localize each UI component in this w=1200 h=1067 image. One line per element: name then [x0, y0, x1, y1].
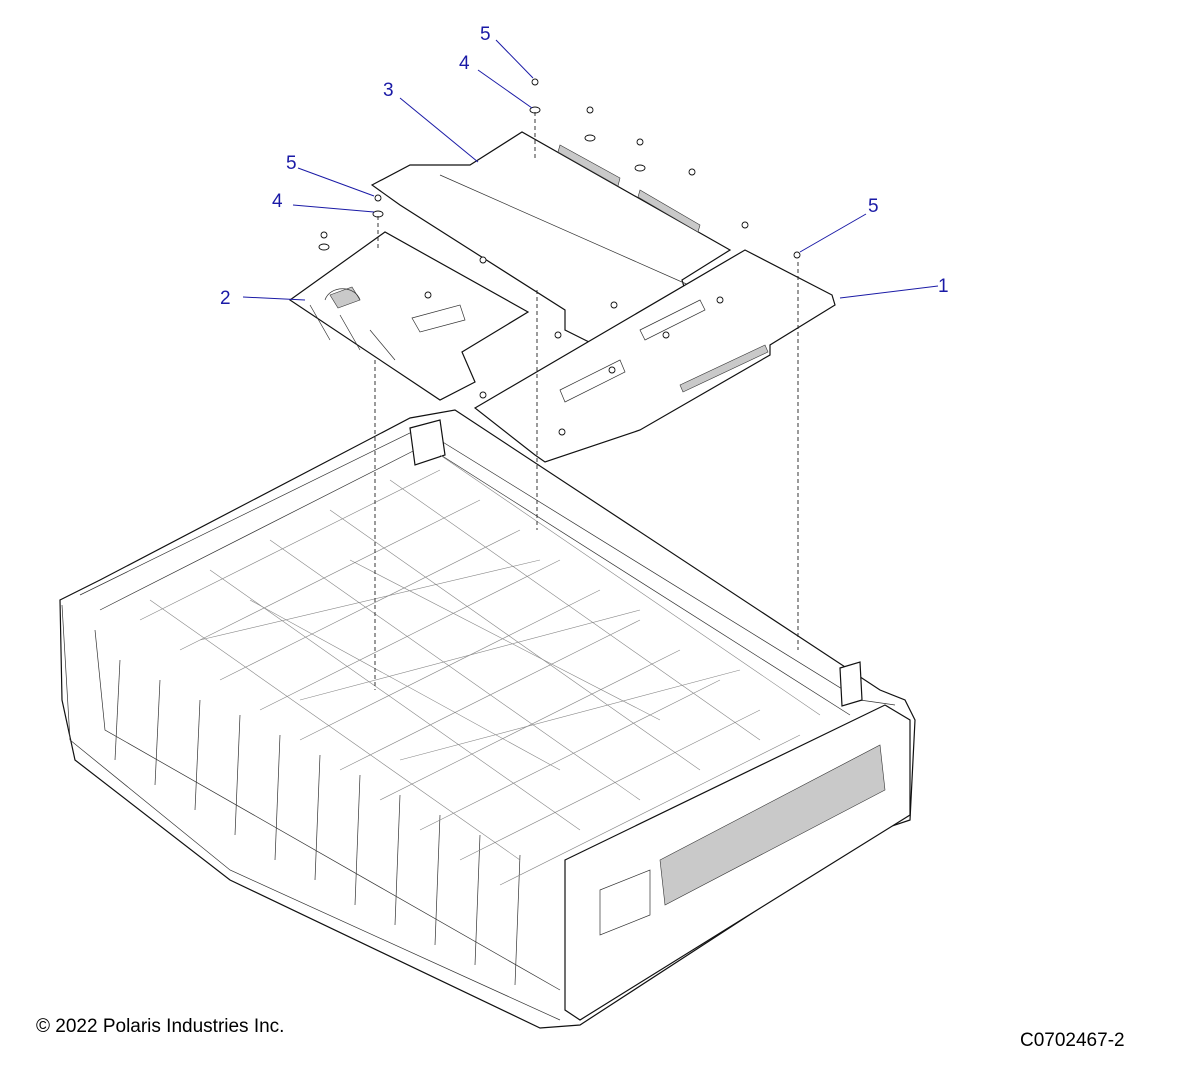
callout-4-top: 4	[459, 53, 470, 74]
callout-1: 1	[938, 276, 949, 297]
fasteners	[318, 78, 801, 436]
callouts: 1 2 3 4 4 5 5 5	[220, 24, 949, 309]
floor-panel-2	[288, 231, 530, 401]
callout-3: 3	[383, 80, 394, 101]
callout-5-left: 5	[286, 153, 297, 174]
callout-5-top: 5	[480, 24, 491, 45]
callout-4-left: 4	[272, 191, 283, 212]
side-ribs	[114, 659, 521, 986]
copyright-text: © 2022 Polaris Industries Inc.	[36, 1016, 285, 1037]
callout-5-right: 5	[868, 196, 879, 217]
alignment-lines	[374, 112, 799, 690]
cargo-box	[59, 409, 916, 1029]
callout-2: 2	[220, 288, 231, 309]
floor-grid	[139, 454, 821, 886]
figure-id: C0702467-2	[1020, 1030, 1125, 1051]
floor-panel-1	[473, 249, 836, 463]
leader-lines	[242, 39, 939, 301]
